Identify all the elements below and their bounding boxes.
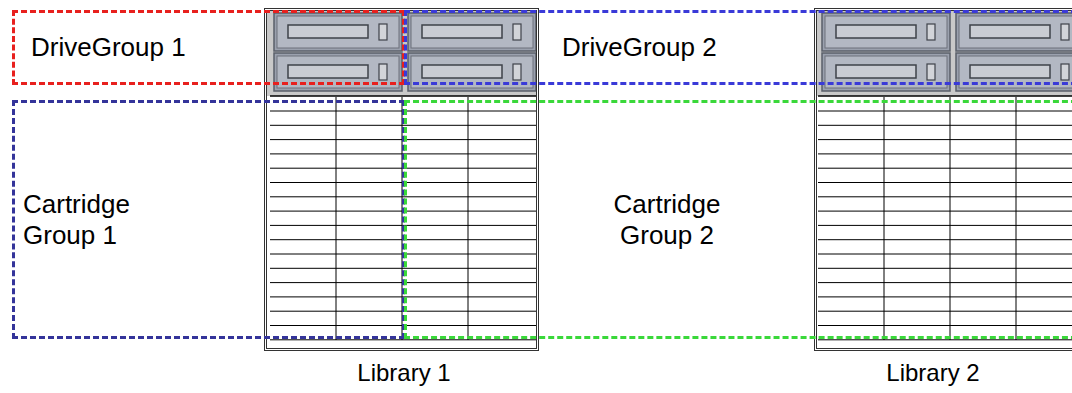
cartridge-group-region: Cartridge Group 1: [12, 100, 405, 339]
group-label: DriveGroup 1: [31, 32, 271, 63]
library-1-hardware: [266, 10, 536, 340]
shelf-row: [818, 282, 1072, 283]
shelf-row: [818, 125, 1072, 126]
shelf-column: [950, 97, 951, 340]
drive-slot: [288, 65, 368, 78]
drive-slot: [836, 25, 916, 38]
drive-slot: [288, 25, 368, 38]
tape-library: Library 1: [264, 8, 539, 351]
shelf-row: [818, 268, 1072, 269]
shelf-row: [818, 296, 1072, 297]
drive-button: [927, 64, 935, 80]
drive-face: [959, 16, 1072, 48]
shelf-row: [818, 182, 1072, 183]
shelf-row: [818, 168, 1072, 169]
drive-button: [927, 24, 935, 40]
tape-drive: [822, 53, 950, 91]
library-label: Library 1: [304, 359, 504, 387]
bay-divider: [818, 95, 1072, 97]
drive-button: [1061, 64, 1069, 80]
drive-group-region: DriveGroup 2: [404, 10, 1072, 85]
tape-drive: [956, 13, 1072, 51]
shelf-row: [818, 139, 1072, 140]
drive-button: [379, 24, 387, 40]
shelf-row: [818, 111, 1072, 112]
drive-slot: [836, 65, 916, 78]
tape-drive: [274, 13, 402, 51]
drive-slot: [422, 25, 502, 38]
shelf-row: [818, 311, 1072, 312]
shelf-row: [818, 254, 1072, 255]
group-label: Cartridge Group 2: [587, 189, 747, 250]
shelf-column: [1016, 97, 1017, 340]
drive-face: [825, 16, 947, 48]
bay-divider: [270, 95, 536, 97]
shelf-row: [818, 239, 1072, 240]
tape-drive: [408, 53, 536, 91]
shelf-column: [336, 97, 337, 340]
shelf-row: [818, 339, 1072, 340]
tape-library: Library 2: [814, 8, 1072, 351]
shelf-column: [468, 97, 469, 340]
library-label: Library 2: [833, 359, 1033, 387]
tape-drive: [408, 13, 536, 51]
drive-slot: [970, 25, 1050, 38]
drive-face: [277, 16, 399, 48]
tape-drive: [274, 53, 402, 91]
shelf-row: [818, 225, 1072, 226]
drive-face: [411, 16, 533, 48]
tape-drive: [822, 13, 950, 51]
shelf-row: [818, 153, 1072, 154]
shelf-row: [818, 196, 1072, 197]
tape-drive: [956, 53, 1072, 91]
group-label: DriveGroup 2: [562, 32, 792, 63]
drive-button: [513, 24, 521, 40]
shelf-row: [818, 211, 1072, 212]
shelf-row: [270, 339, 536, 340]
drive-slot: [970, 65, 1050, 78]
group-label: Cartridge Group 1: [23, 189, 193, 250]
drive-button: [379, 64, 387, 80]
library-2-hardware: [816, 10, 1072, 340]
cartridge-group-region: Cartridge Group 2: [404, 100, 1072, 339]
drive-slot: [422, 65, 502, 78]
drive-group-region: DriveGroup 1: [12, 10, 405, 85]
shelf-column: [884, 97, 885, 340]
drive-button: [513, 64, 521, 80]
shelf-row: [818, 325, 1072, 326]
drive-button: [1061, 24, 1069, 40]
